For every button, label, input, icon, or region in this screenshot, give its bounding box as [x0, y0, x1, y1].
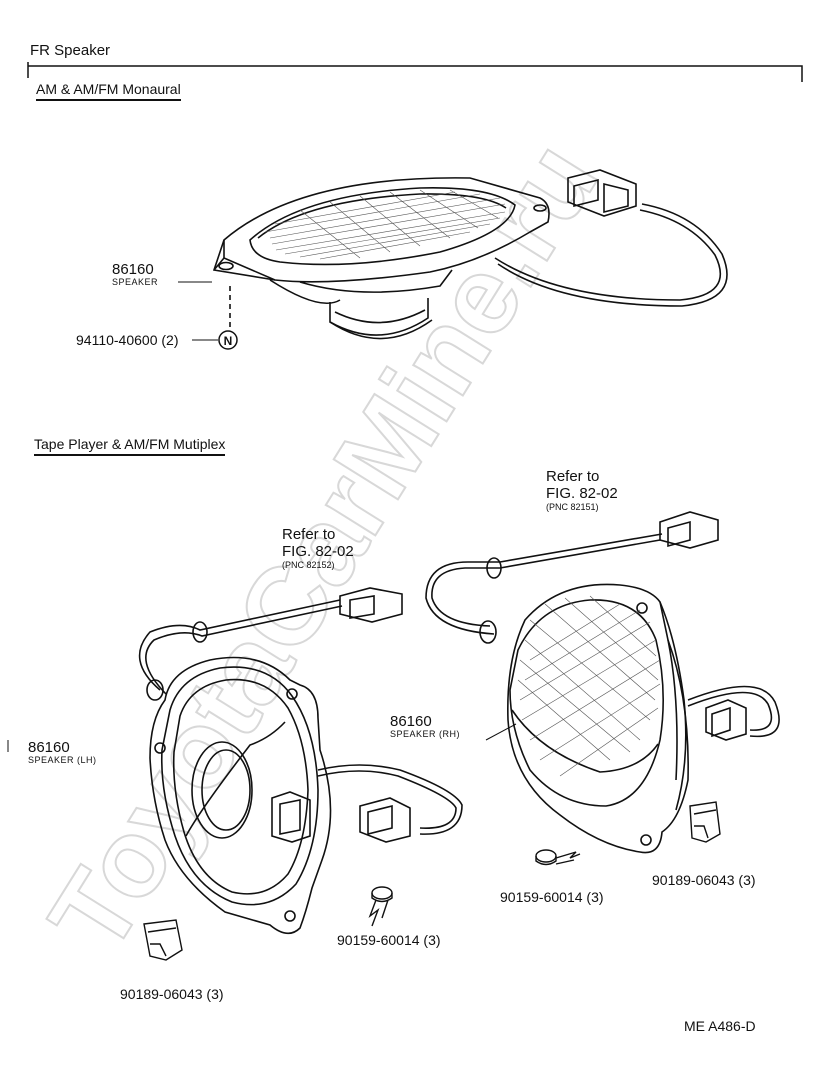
leader-lines-rh: [485, 723, 517, 741]
section-title-monaural: AM & AM/FM Monaural: [36, 81, 181, 101]
page-title: FR Speaker: [30, 42, 111, 59]
clip-right-drawing: [689, 801, 721, 843]
clip-left-drawing: [143, 919, 183, 961]
speaker-oval-part-number: 86160: [112, 261, 154, 278]
speaker-rh-mesh: [517, 595, 661, 777]
nut-part-number: 94110-40600 (2): [76, 332, 179, 348]
speaker-rh-part-number: 86160: [390, 713, 432, 730]
refer-right-pnc: (PNC 82151): [546, 502, 599, 512]
screw-right-part-number: 90159-60014 (3): [500, 889, 604, 905]
nut-symbol: N: [218, 330, 238, 350]
speaker-rh-part-name: SPEAKER (RH): [390, 729, 461, 739]
speaker-oval-label: 86160 SPEAKER: [112, 262, 158, 287]
speaker-oval-part-name: SPEAKER: [112, 277, 159, 287]
speaker-oval-mesh: [264, 189, 506, 260]
refer-left-line1: Refer to: [282, 526, 336, 543]
speaker-rh-drawing: [425, 511, 780, 854]
header-bracket: [27, 62, 803, 82]
speaker-lh-part-number: 86160: [28, 739, 70, 756]
refer-left-line2: FIG. 82-02: [282, 543, 354, 560]
refer-left-pnc: (PNC 82152): [282, 560, 335, 570]
svg-text:N: N: [224, 334, 233, 348]
refer-right-callout: Refer to FIG. 82-02 (PNC 82151): [546, 468, 618, 512]
speaker-lh-part-name: SPEAKER (LH): [28, 755, 97, 765]
figure-code: ME A486-D: [684, 1018, 756, 1034]
clip-left-part-number: 90189-06043 (3): [120, 986, 224, 1002]
refer-right-line1: Refer to: [546, 468, 600, 485]
screw-left-drawing: [368, 886, 393, 927]
speaker-lh-drawing: [138, 587, 463, 935]
speaker-rh-label: 86160 SPEAKER (RH): [390, 714, 460, 739]
refer-left-callout: Refer to FIG. 82-02 (PNC 82152): [282, 526, 354, 570]
speaker-lh-label: 86160 SPEAKER (LH): [28, 740, 97, 765]
section-title-multiplex: Tape Player & AM/FM Mutiplex: [34, 436, 226, 456]
refer-right-line2: FIG. 82-02: [546, 485, 618, 502]
leader-lines-monaural: [178, 281, 218, 341]
clip-right-part-number: 90189-06043 (3): [652, 872, 756, 888]
screw-left-part-number: 90159-60014 (3): [337, 932, 441, 948]
speaker-oval-drawing: [212, 169, 728, 340]
screw-right-drawing: [535, 849, 581, 866]
